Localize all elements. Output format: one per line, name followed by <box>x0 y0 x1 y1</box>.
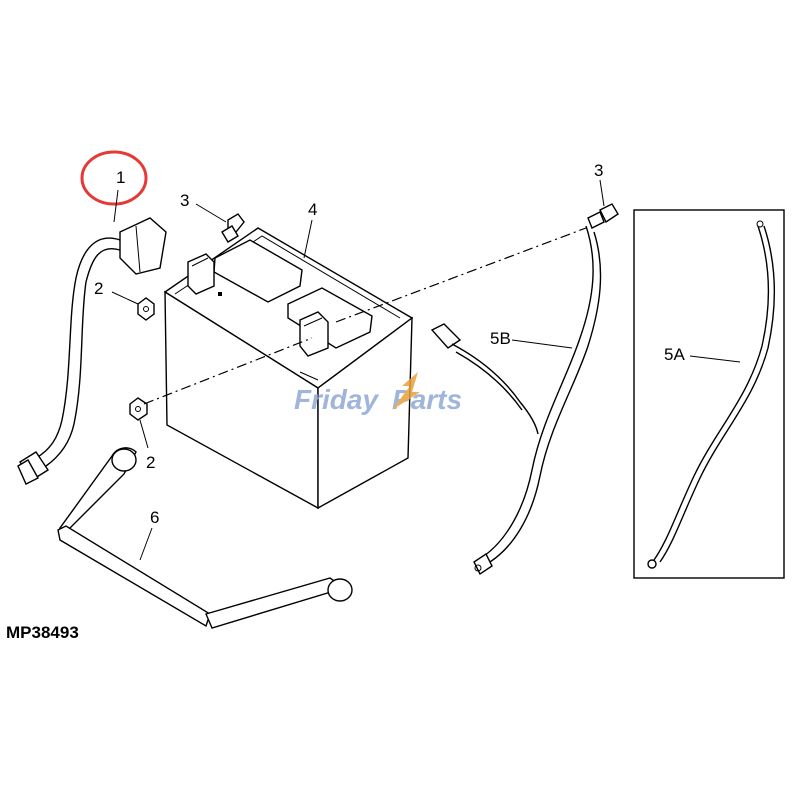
callout-3-right: 3 <box>594 161 603 180</box>
positive-cable <box>17 217 167 485</box>
nut-lower <box>129 397 148 421</box>
watermark-part1: Friday <box>294 384 379 415</box>
cable-5a-frame <box>633 209 785 579</box>
callout-5a: 5A <box>664 345 685 364</box>
bolt-right <box>587 203 619 229</box>
bolt-left <box>221 213 245 243</box>
highlight-circle <box>80 150 148 206</box>
negative-cable-5b <box>430 225 602 576</box>
callout-5b: 5B <box>490 329 511 348</box>
callout-1: 1 <box>116 168 125 187</box>
nut-upper <box>137 297 155 321</box>
callout-6: 6 <box>150 508 159 527</box>
callout-2-lower: 2 <box>146 453 155 472</box>
figure-id: MP38493 <box>6 623 79 642</box>
battery <box>163 227 414 510</box>
hold-down-strap <box>57 447 353 629</box>
cable-5a <box>647 220 776 569</box>
callout-2-upper: 2 <box>94 279 103 298</box>
callout-4: 4 <box>308 200 317 219</box>
callout-3-left: 3 <box>180 191 189 210</box>
